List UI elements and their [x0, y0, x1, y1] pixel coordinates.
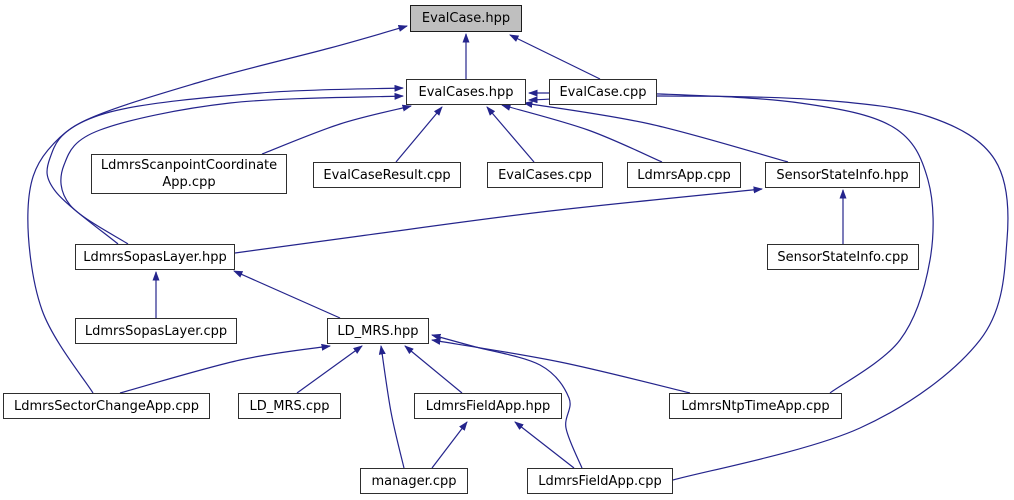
node-ldmrsfieldapp-hpp[interactable]: LdmrsFieldApp.hpp: [414, 393, 562, 419]
node-sensorstateinfo-cpp[interactable]: SensorStateInfo.cpp: [767, 244, 919, 270]
node-evalcases-cpp[interactable]: EvalCases.cpp: [487, 162, 603, 188]
node-ld-mrs-hpp[interactable]: LD_MRS.hpp: [327, 318, 429, 344]
node-ldmrssectorchangeapp-cpp[interactable]: LdmrsSectorChangeApp.cpp: [3, 393, 210, 419]
node-ldmrsapp-cpp[interactable]: LdmrsApp.cpp: [627, 162, 741, 188]
node-evalcase-hpp[interactable]: EvalCase.hpp: [410, 5, 522, 32]
node-sensorstateinfo-hpp[interactable]: SensorStateInfo.hpp: [765, 162, 920, 188]
node-evalcase-cpp[interactable]: EvalCase.cpp: [549, 79, 657, 105]
node-ldmrsfieldapp-cpp[interactable]: LdmrsFieldApp.cpp: [527, 468, 673, 494]
node-ld-mrs-cpp[interactable]: LD_MRS.cpp: [238, 393, 341, 419]
node-ldmrsscanpointcoordinateapp-cpp[interactable]: LdmrsScanpointCoordinate App.cpp: [91, 154, 287, 194]
node-ldmrsntptimeapp-cpp[interactable]: LdmrsNtpTimeApp.cpp: [669, 393, 842, 419]
node-evalcases-hpp[interactable]: EvalCases.hpp: [406, 79, 526, 105]
node-manager-cpp[interactable]: manager.cpp: [360, 468, 468, 494]
node-ldmrssopaslayer-hpp[interactable]: LdmrsSopasLayer.hpp: [75, 244, 235, 270]
node-evalcaseresult-cpp[interactable]: EvalCaseResult.cpp: [313, 162, 461, 188]
node-ldmrssopaslayer-cpp[interactable]: LdmrsSopasLayer.cpp: [75, 318, 237, 344]
